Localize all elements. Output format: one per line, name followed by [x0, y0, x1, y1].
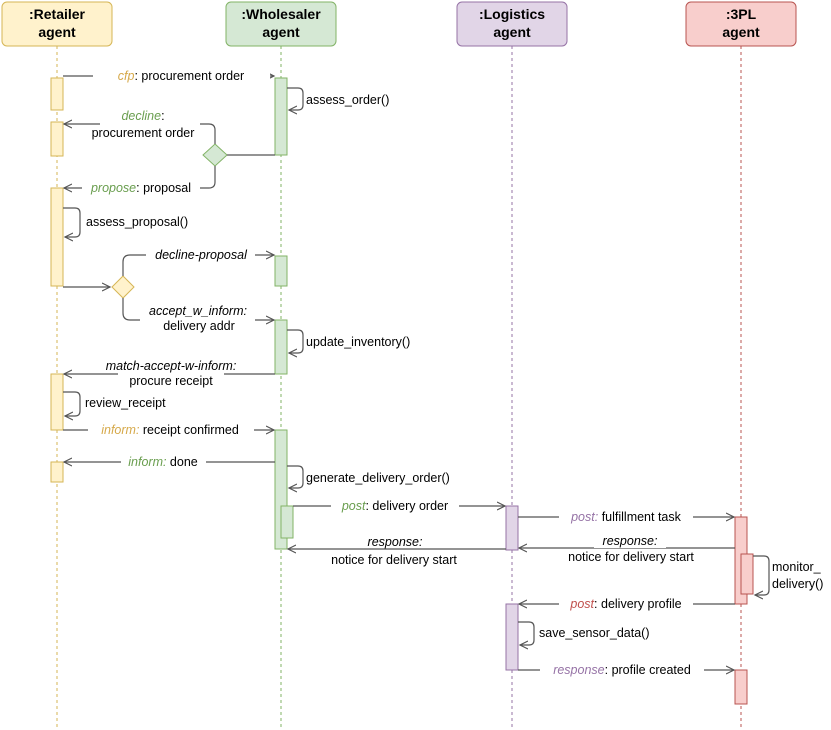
save-sensor-loop [518, 621, 535, 645]
decline-label: decline: [121, 109, 164, 123]
generate-delivery-loop [287, 465, 304, 488]
cfp-label: cfp: procurement order [118, 69, 244, 83]
activation-bar [505, 603, 519, 671]
logistics-header: :Logistics agent [456, 1, 568, 47]
labels: cfp: procurement order assess_order() de… [85, 68, 823, 678]
wholesaler-name: :Wholesaler [241, 6, 321, 22]
activation-bar [274, 77, 288, 156]
match-accept-text: procure receipt [129, 374, 213, 388]
wholesaler-header: :Wholesaler agent [225, 1, 337, 47]
assess-proposal-loop [63, 207, 81, 237]
propose-arrow [200, 166, 216, 189]
monitor-delivery-label-2: delivery() [772, 577, 823, 591]
response-wholesaler-text: notice for delivery start [331, 553, 457, 567]
post-delivery-order-label: post: delivery order [341, 499, 448, 513]
logistics-type: agent [493, 24, 531, 40]
activation-bar [734, 669, 748, 705]
accept-arrow [122, 298, 140, 321]
activation-bar [740, 553, 754, 595]
wholesaler-type: agent [262, 24, 300, 40]
response-logistics-text: notice for delivery start [568, 550, 694, 564]
response-logistics-label: response: [603, 534, 658, 548]
post-fulfillment-label: post: fulfillment task [570, 510, 682, 524]
activation-bar [50, 121, 64, 157]
review-receipt-loop [63, 391, 81, 416]
logistics-name: :Logistics [479, 6, 545, 22]
tpl-header: :3PL agent [685, 1, 797, 47]
activation-bar [274, 255, 288, 287]
post-delivery-profile-label: post: delivery profile [569, 597, 681, 611]
tpl-name: :3PL [726, 6, 757, 22]
save-sensor-label: save_sensor_data() [539, 626, 649, 640]
accept-text: delivery addr [163, 319, 235, 333]
retailer-type: agent [38, 24, 76, 40]
activation-bar [505, 505, 519, 551]
accept-label: accept_w_inform: [149, 304, 247, 318]
activation-bar [274, 319, 288, 375]
generate-delivery-label: generate_delivery_order() [306, 471, 450, 485]
activation-bar [50, 77, 64, 111]
decline-proposal-arrow [122, 254, 146, 276]
response-profile-label: response: profile created [553, 663, 691, 677]
activation-bar [280, 505, 294, 539]
response-wholesaler-label: response: [368, 535, 423, 549]
update-inventory-loop [287, 329, 304, 353]
assess-order-label: assess_order() [306, 93, 389, 107]
activation-bar [50, 187, 64, 287]
inform-done-label: inform: done [128, 455, 198, 469]
activation-bar [50, 373, 64, 431]
retailer-header: :Retailer agent [1, 1, 113, 47]
update-inventory-label: update_inventory() [306, 335, 410, 349]
decision-diamond [202, 143, 228, 167]
decline-arrow [200, 123, 216, 144]
monitor-delivery-loop [753, 555, 770, 595]
inform-confirmed-label: inform: receipt confirmed [101, 423, 239, 437]
decline-proposal-label: decline-proposal [155, 248, 248, 262]
activations [50, 77, 754, 705]
assess-order-loop [287, 87, 304, 110]
propose-label: propose: proposal [90, 181, 191, 195]
tpl-type: agent [722, 24, 760, 40]
review-receipt-label: review_receipt [85, 396, 166, 410]
assess-proposal-label: assess_proposal() [86, 215, 188, 229]
monitor-delivery-label-1: monitor_ [772, 560, 822, 574]
match-accept-label: match-accept-w-inform: [106, 359, 237, 373]
decline-text: procurement order [92, 126, 195, 140]
retailer-name: :Retailer [29, 6, 86, 22]
activation-bar [50, 461, 64, 483]
decision-diamond [111, 275, 135, 299]
